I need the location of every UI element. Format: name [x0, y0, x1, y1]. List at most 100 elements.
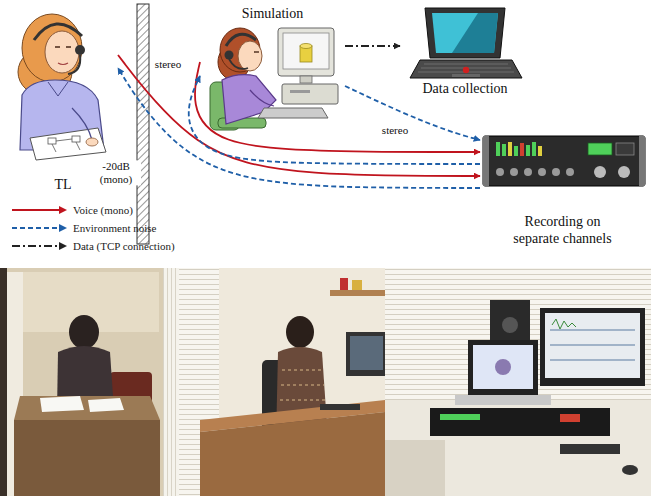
signal-connector	[345, 45, 400, 47]
legend-row: Voice (mono)	[10, 204, 133, 216]
node-label: Recording on separate channels	[504, 214, 622, 248]
setup-photograph	[0, 268, 651, 496]
setup-photograph	[468, 340, 538, 395]
setup-photograph	[455, 395, 551, 405]
signal-connector	[195, 62, 480, 152]
audio-recorder-clipart	[538, 146, 542, 156]
tl-person-clipart	[48, 138, 56, 144]
audio-recorder-clipart	[483, 136, 489, 186]
audio-recorder-clipart	[514, 146, 518, 156]
legend-line	[12, 227, 60, 229]
setup-photograph	[0, 268, 651, 496]
tl-person-clipart	[55, 46, 71, 47]
tl-person-clipart	[22, 14, 82, 82]
tl-person-clipart	[48, 82, 68, 96]
setup-photograph	[495, 359, 511, 375]
setup-photograph	[330, 290, 385, 296]
laptop-clipart	[410, 8, 522, 78]
tl-person-clipart	[30, 128, 106, 160]
setup-photograph	[320, 404, 360, 410]
setup-photograph	[385, 400, 651, 496]
setup-photograph	[430, 408, 610, 436]
setup-photograph	[385, 268, 651, 408]
legend-sample	[10, 240, 68, 252]
edge-label: stereo	[380, 124, 410, 137]
setup-photograph	[179, 268, 385, 496]
setup-photograph	[340, 278, 348, 290]
simulation-person-clipart	[254, 51, 259, 52]
legend-arrowhead	[59, 242, 67, 250]
audio-recorder-clipart	[502, 144, 506, 156]
simulation-computer-clipart	[283, 33, 329, 69]
setup-photograph	[69, 315, 99, 349]
audio-recorder-clipart	[588, 143, 612, 155]
tl-person-clipart	[45, 31, 79, 73]
tl-person-clipart	[58, 63, 68, 65]
laptop-clipart	[432, 13, 498, 53]
tl-person-clipart	[72, 136, 80, 142]
simulation-computer-clipart	[258, 28, 338, 118]
setup-photograph	[286, 316, 314, 348]
laptop-clipart	[452, 74, 480, 77]
audio-recorder-clipart	[524, 168, 532, 176]
figure-node: Data collection	[400, 4, 530, 100]
simulation-computer-clipart	[278, 28, 334, 76]
simulation-person-clipart	[229, 59, 248, 69]
tl-person-clipart	[72, 108, 92, 140]
setup-photograph	[0, 268, 163, 496]
tl-person-clipart	[34, 24, 82, 40]
legend-arrowhead	[59, 206, 67, 214]
legend-row: Environment noise	[10, 222, 156, 234]
legend-sample	[10, 222, 68, 234]
audio-recorder-clipart	[483, 136, 645, 186]
laptop-clipart	[410, 60, 522, 78]
legend-text: Environment noise	[73, 222, 156, 234]
simulation-person-clipart	[250, 90, 274, 106]
tl-person-clipart	[75, 45, 85, 55]
legend-sample	[10, 204, 68, 216]
tl-person-clipart	[68, 55, 80, 74]
setup-photograph	[88, 398, 124, 412]
audio-recorder-clipart	[532, 142, 536, 156]
audio-recorder-clipart	[510, 168, 518, 176]
setup-photograph	[550, 330, 635, 360]
separating-wall	[137, 4, 149, 244]
setup-photograph	[622, 465, 638, 475]
audio-recorder-clipart	[552, 168, 560, 176]
legend-text: Voice (mono)	[73, 204, 133, 216]
setup-photograph	[385, 440, 445, 496]
audio-recorder-clipart	[616, 143, 634, 155]
node-label: TL	[54, 177, 71, 194]
setup-photograph	[352, 280, 362, 290]
simulation-computer-clipart	[300, 44, 312, 49]
audio-recorder-clipart	[496, 142, 500, 156]
setup-photograph	[0, 268, 7, 496]
legend-arrowhead	[59, 224, 67, 232]
tl-person-clipart	[18, 14, 106, 160]
setup-photograph	[280, 370, 325, 400]
setup-photograph	[40, 396, 84, 412]
simulation-computer-clipart	[300, 76, 312, 83]
simulation-person-clipart	[238, 41, 262, 71]
audio-recorder-clipart	[618, 166, 630, 178]
setup-photograph	[200, 412, 385, 496]
legend-row: Data (TCP connection)	[10, 240, 175, 252]
tl-person-clipart	[86, 138, 98, 146]
audio-recorder-clipart	[483, 136, 645, 186]
simulation-person-clipart	[225, 51, 234, 60]
legend-text: Data (TCP connection)	[73, 240, 175, 252]
setup-photograph	[560, 414, 580, 422]
tl-person-clipart	[52, 139, 80, 152]
simulation-computer-clipart	[290, 90, 310, 93]
simulation-computer-clipart	[258, 108, 328, 118]
edge-label: stereo	[153, 58, 183, 71]
setup-photograph	[350, 336, 383, 370]
edge-label: -20dB (mono)	[91, 160, 141, 185]
laptop-clipart	[425, 8, 505, 58]
separating-wall	[137, 4, 149, 244]
setup-photograph	[346, 332, 385, 376]
simulation-computer-clipart	[282, 84, 338, 104]
audio-recorder-clipart	[566, 168, 574, 176]
